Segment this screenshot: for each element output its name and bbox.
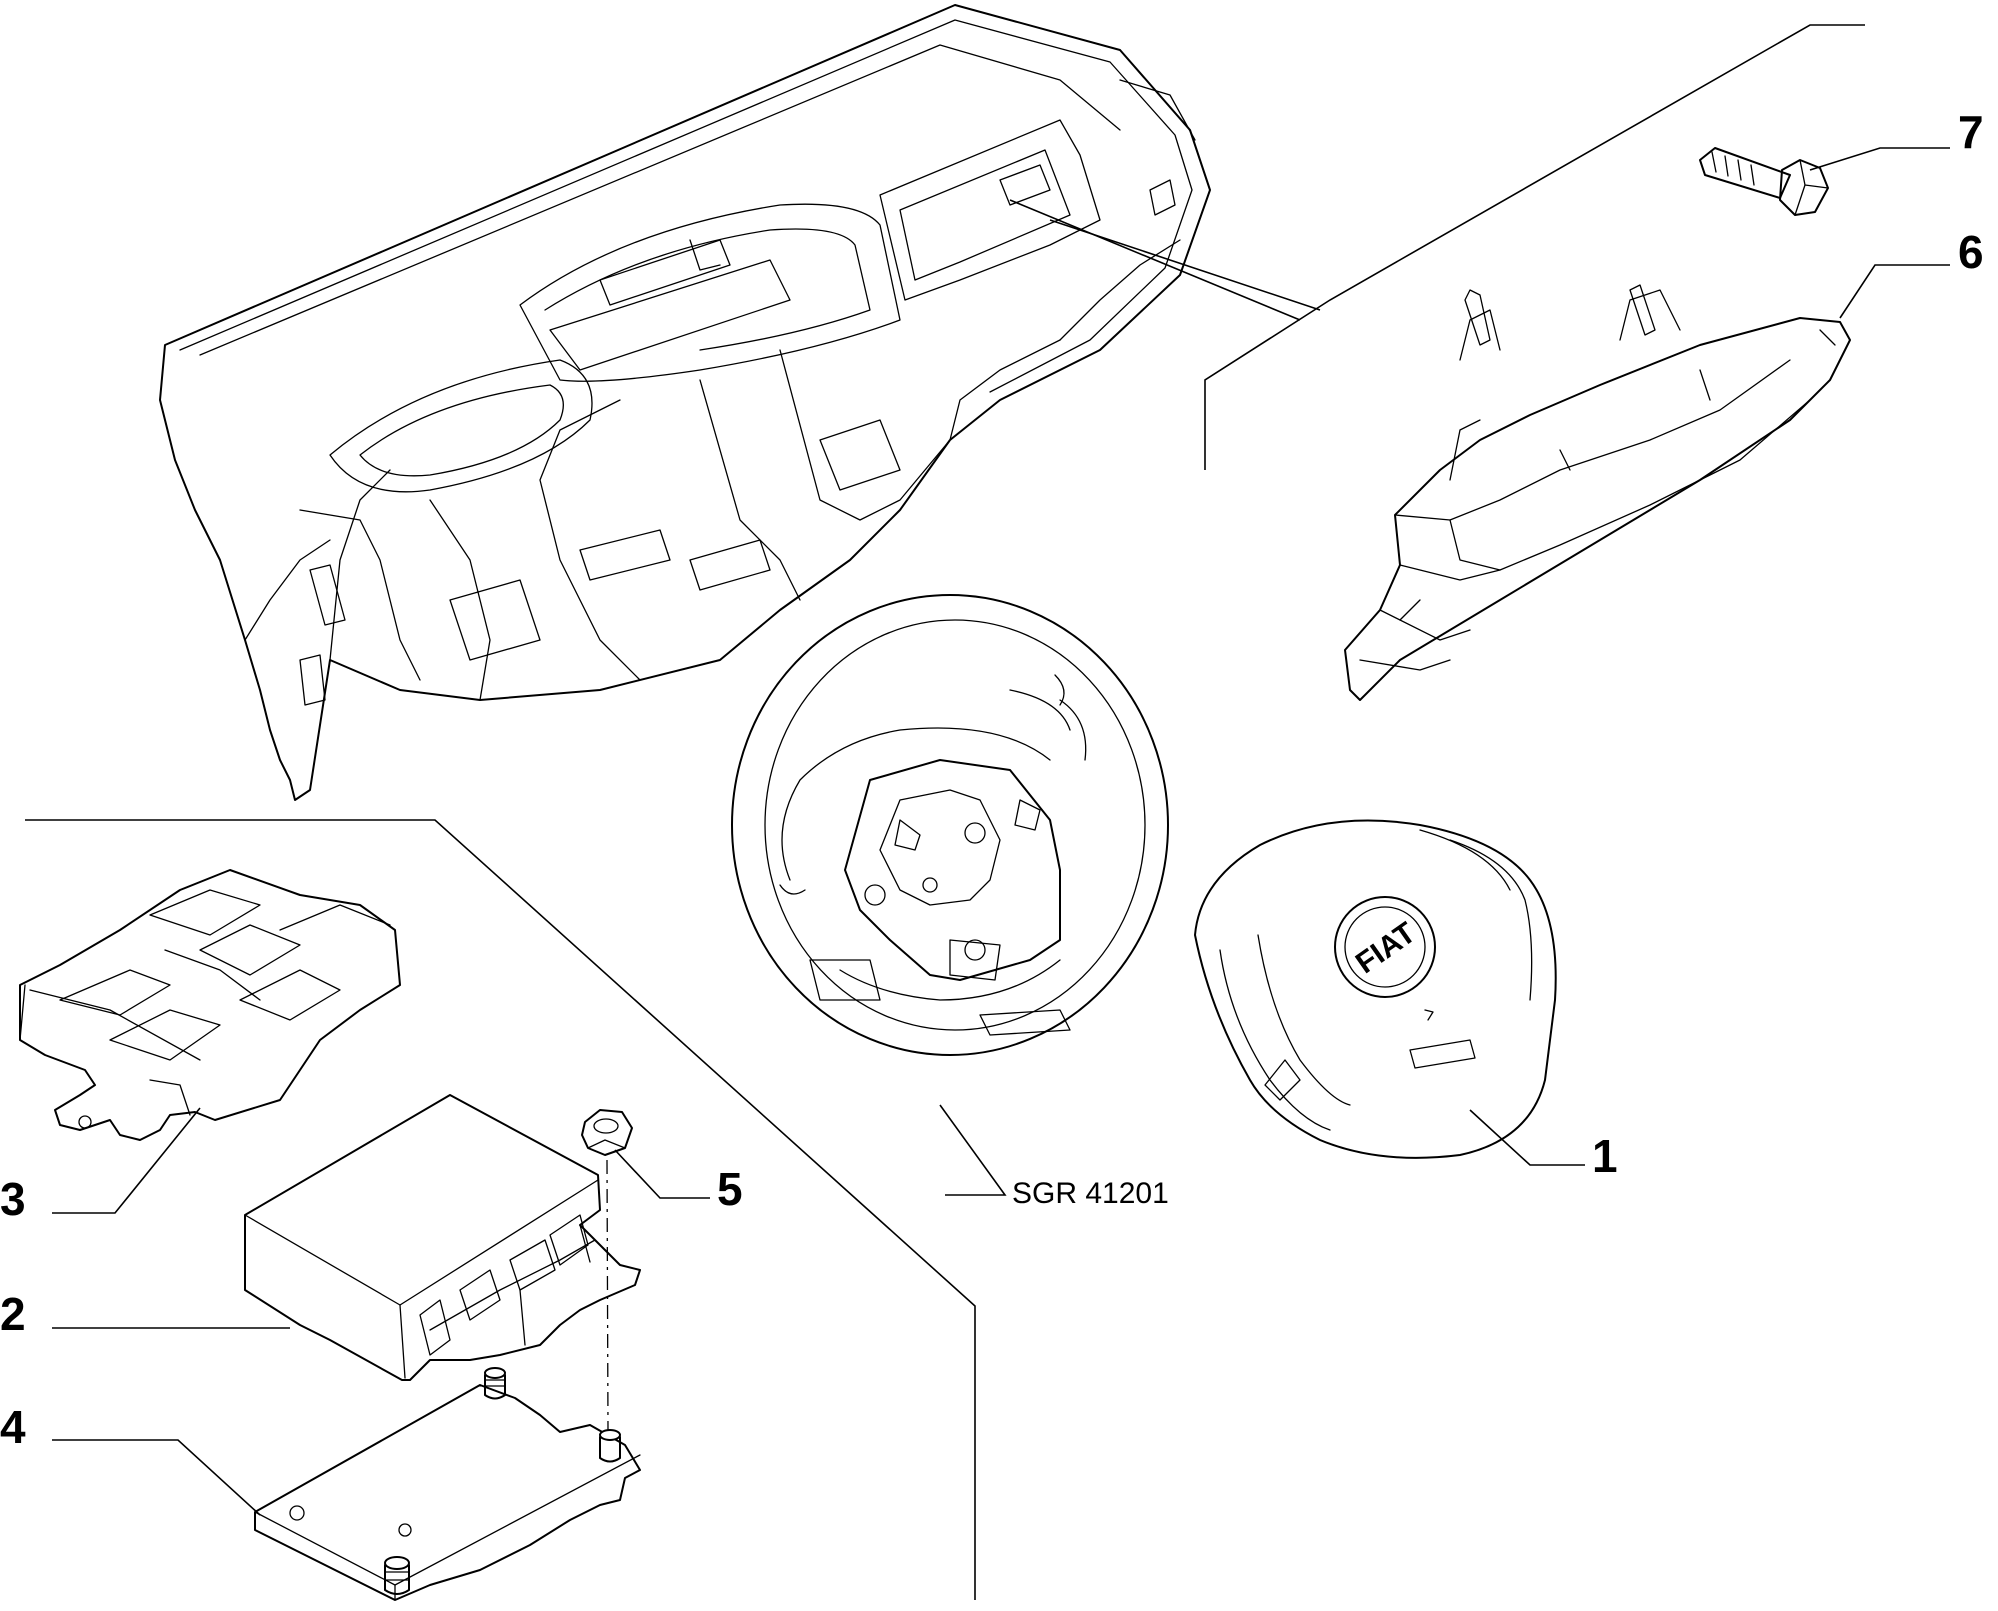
assembly-axis-line [606, 1159, 609, 1431]
bracket-drawing [254, 1367, 641, 1601]
steering-wheel-drawing [731, 594, 1169, 1056]
control-unit-drawing [244, 1094, 641, 1381]
cover-drawing [19, 869, 401, 1141]
callout-5: 5 [717, 1163, 743, 1215]
callout-7: 7 [1958, 106, 1984, 158]
callout-3: 3 [0, 1173, 26, 1225]
dashboard-drawing [159, 4, 1211, 801]
bolt-drawing [1699, 147, 1829, 216]
section-dividers [25, 24, 1865, 1600]
drawing-reference: SGR 41201 [1012, 1177, 1169, 1210]
nut-drawing [581, 1109, 633, 1156]
callout-4: 4 [0, 1401, 26, 1453]
callout-2: 2 [0, 1288, 26, 1340]
passenger-airbag-drawing [1344, 284, 1851, 701]
callout-1: 1 [1592, 1130, 1618, 1182]
callout-labels: 7 6 1 5 3 2 4 SGR 41201 [0, 106, 1984, 1453]
driver-airbag-drawing: FIAT [1194, 819, 1557, 1159]
callout-6: 6 [1958, 226, 1984, 278]
leader-lines [52, 147, 1950, 1516]
